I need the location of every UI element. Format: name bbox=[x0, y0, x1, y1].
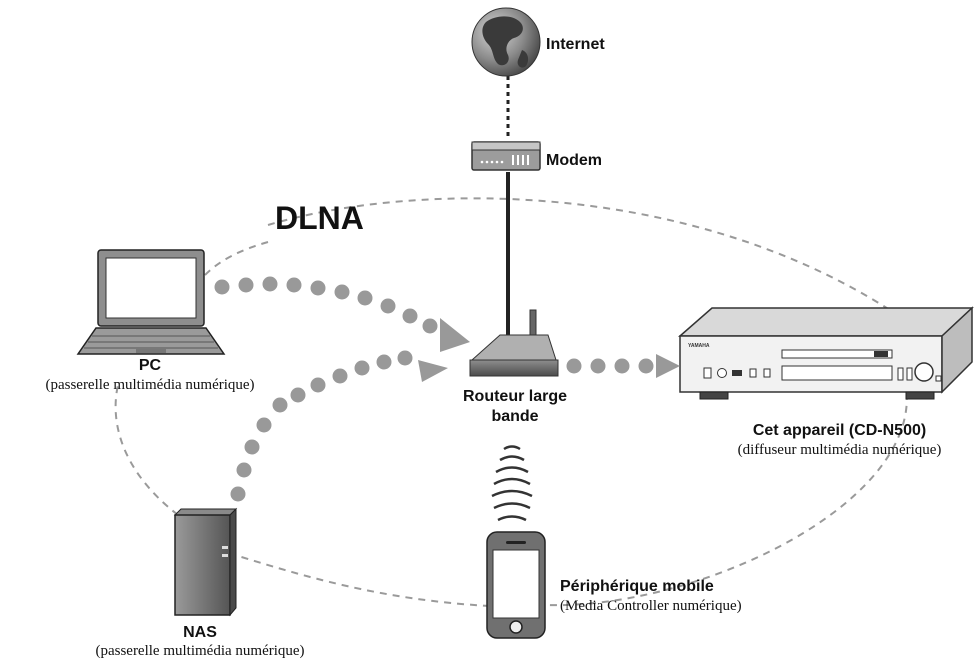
router-label-line2: bande bbox=[491, 408, 539, 425]
mobile-role-label: (Media Controller numérique) bbox=[560, 598, 742, 614]
router-icon bbox=[469, 309, 559, 377]
mobile-label: Périphérique mobile bbox=[560, 578, 714, 595]
router-to-device-stream bbox=[566, 354, 680, 378]
laptop-icon bbox=[76, 249, 226, 355]
pc-label: PC bbox=[138, 357, 162, 374]
device-brand-logo: YAMAHA bbox=[688, 343, 710, 349]
router-label-line1: Routeur large bbox=[462, 388, 567, 405]
wifi-waves-icon bbox=[491, 445, 533, 522]
smartphone-icon bbox=[486, 531, 546, 639]
modem-icon bbox=[471, 141, 541, 171]
device-role-label: (diffuseur multimédia numérique) bbox=[737, 442, 942, 458]
nas-icon bbox=[173, 507, 238, 617]
globe-icon bbox=[471, 7, 541, 77]
nas-label: NAS bbox=[183, 624, 217, 641]
nas-role-label: (passerelle multimédia numérique) bbox=[95, 643, 305, 659]
cd-player-icon: YAMAHA bbox=[678, 306, 974, 400]
device-label: Cet appareil (CD-N500) bbox=[752, 422, 927, 439]
dlna-network-boundary bbox=[114, 197, 908, 607]
pc-to-router-stream bbox=[214, 276, 470, 352]
nas-to-router-stream bbox=[230, 350, 448, 502]
pc-role-label: (passerelle multimédia numérique) bbox=[45, 377, 255, 393]
modem-label: Modem bbox=[546, 152, 602, 169]
internet-label: Internet bbox=[546, 36, 605, 53]
dlna-label: DLNA bbox=[275, 200, 364, 236]
